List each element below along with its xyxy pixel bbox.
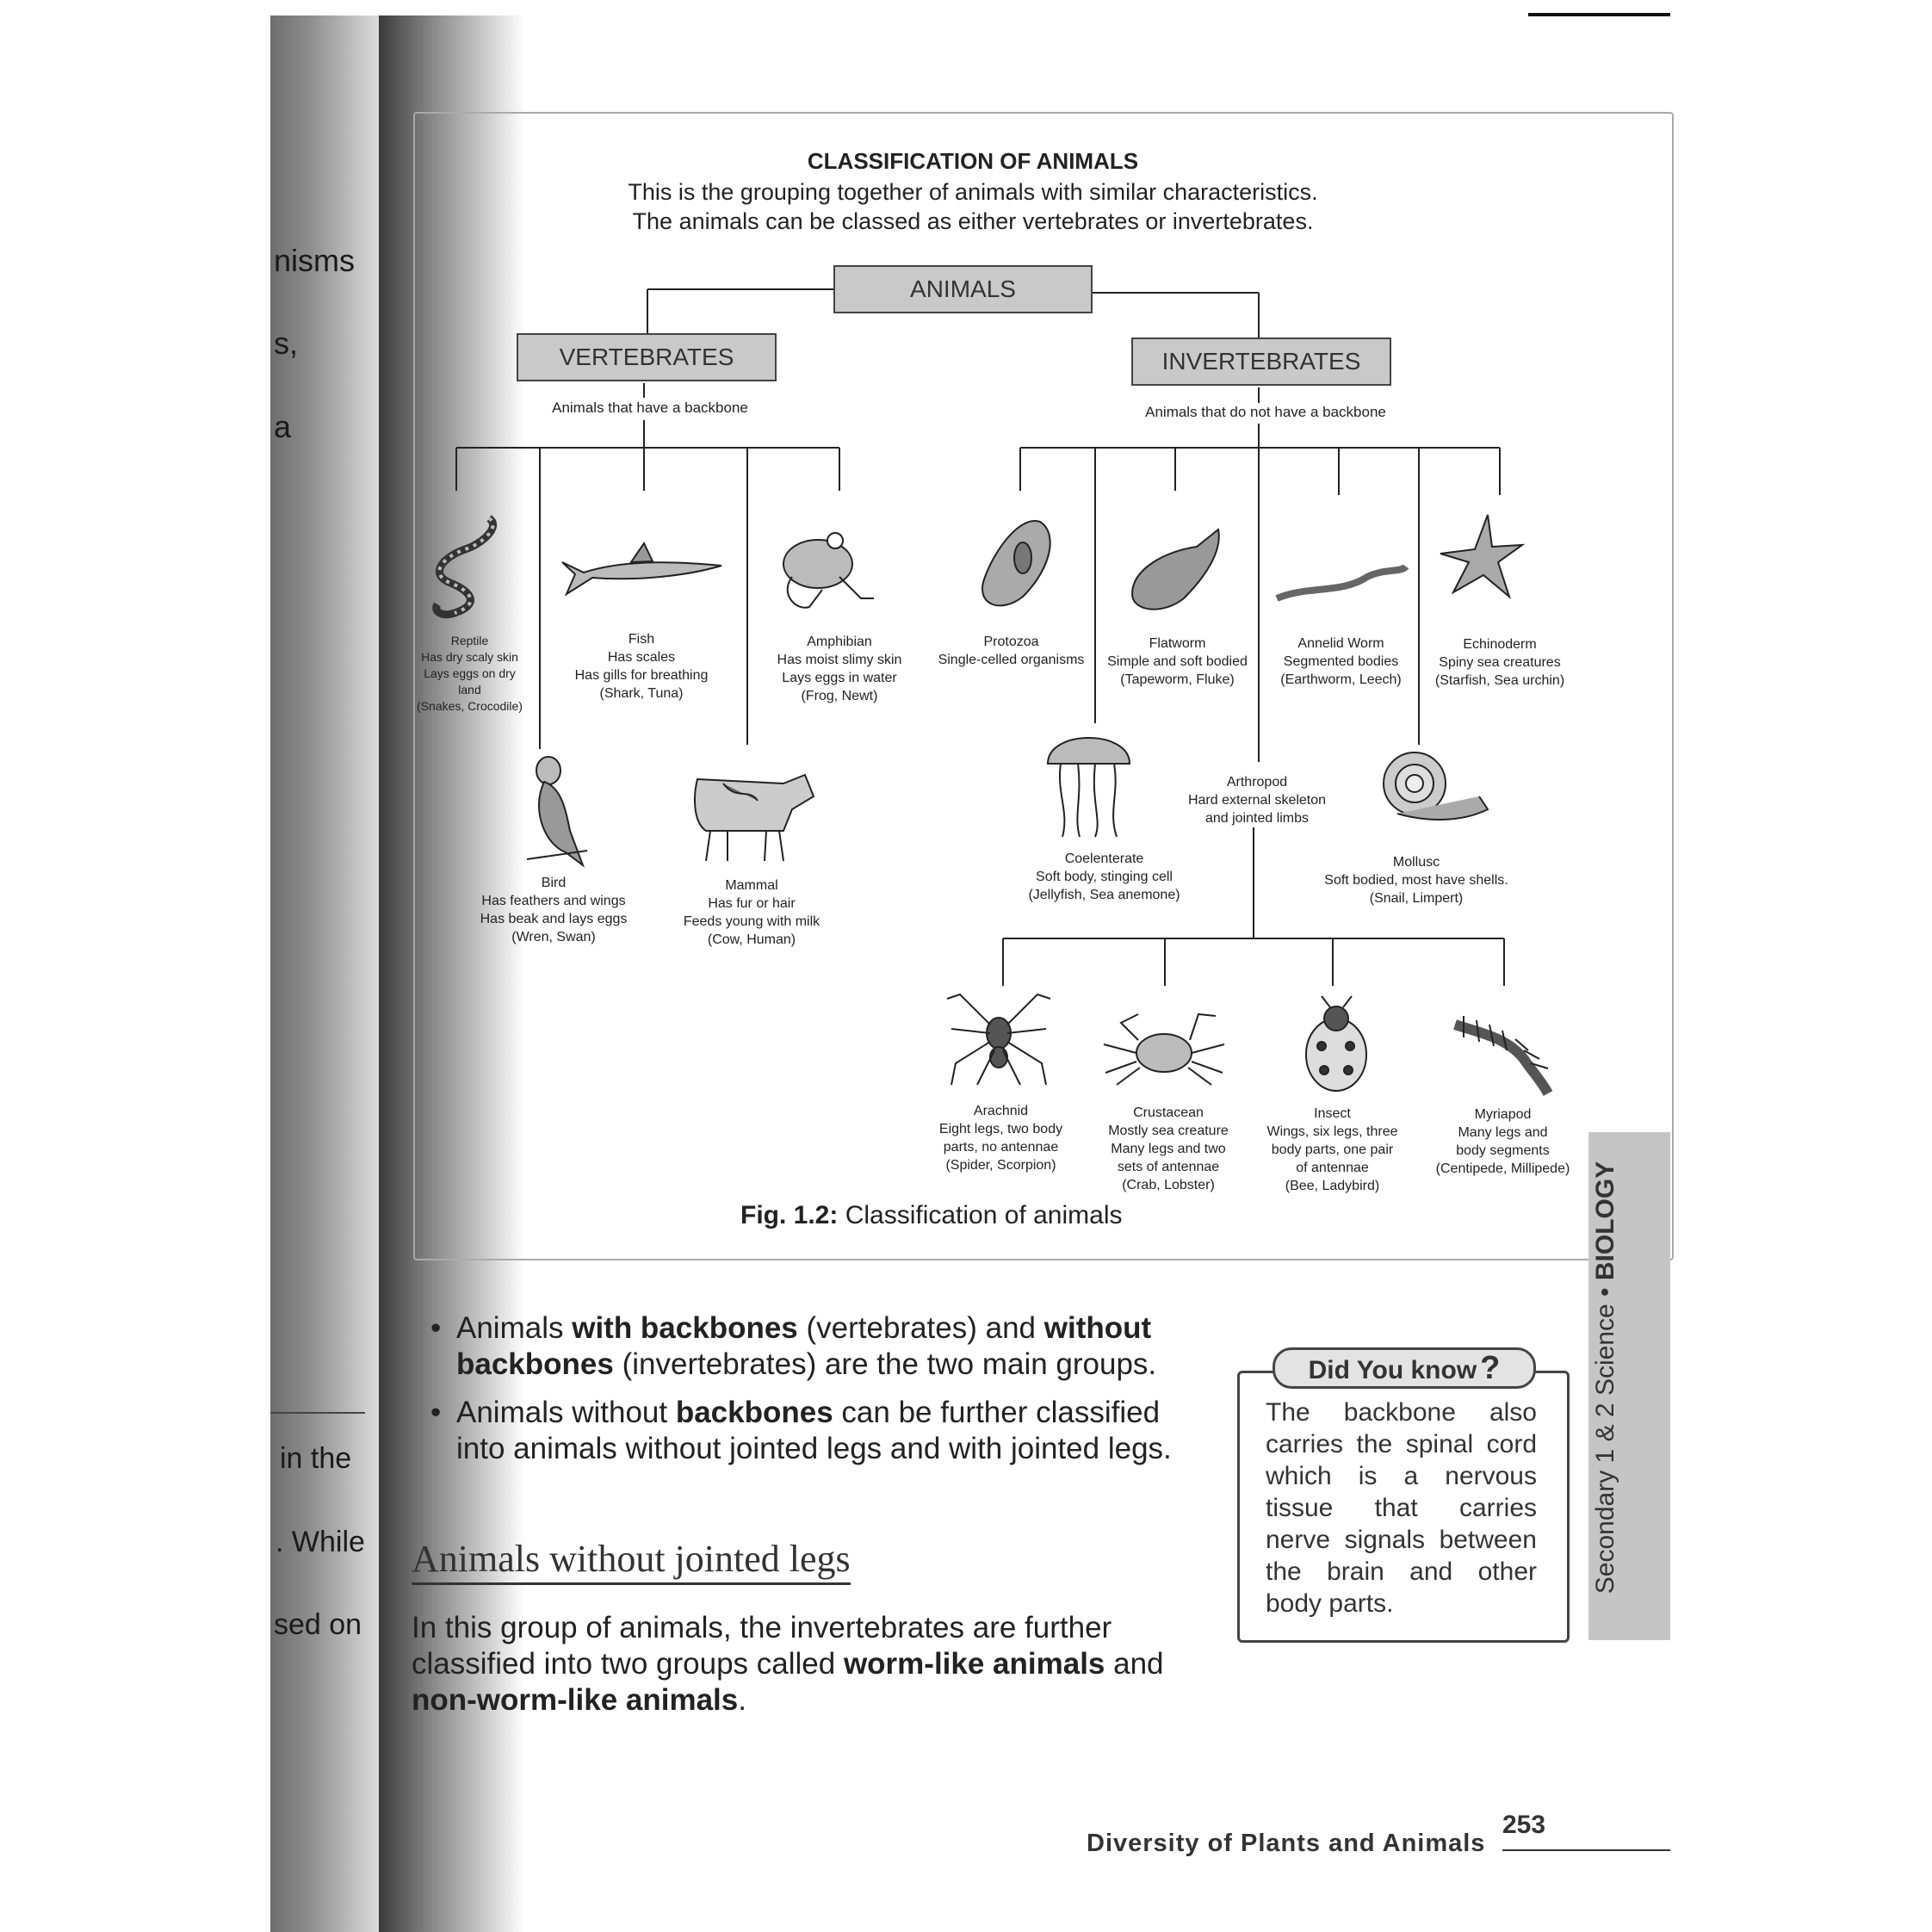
book-spine-shadow bbox=[379, 15, 525, 1932]
page-number: 253 bbox=[1502, 1811, 1546, 1839]
ladybird-icon bbox=[1305, 995, 1367, 1092]
coelenterate-caption: Coelenterate Soft body, stinging cell (J… bbox=[1028, 851, 1180, 902]
jellyfish-icon bbox=[1046, 737, 1131, 838]
bullet-dot-icon: • bbox=[430, 1311, 442, 1345]
insect-caption: Insect Wings, six legs, three body parts… bbox=[1266, 1106, 1398, 1193]
footer-rule bbox=[1502, 1849, 1670, 1851]
left-page-fragment: . While bbox=[276, 1526, 365, 1558]
reptile-caption: Reptile Has dry scaly skin Lays eggs on … bbox=[417, 634, 523, 713]
flatworm-icon bbox=[1130, 528, 1220, 610]
figure-caption-text: Classification of animals bbox=[838, 1201, 1123, 1229]
crab-icon bbox=[1103, 1012, 1225, 1086]
top-rule bbox=[1528, 13, 1670, 16]
question-mark-icon: ? bbox=[1480, 1350, 1501, 1386]
invertebrates-description: Animals that do not have a backbone bbox=[1145, 404, 1386, 420]
left-page-shadow bbox=[270, 15, 399, 1932]
mollusc-caption: Mollusc Soft bodied, most have shells. (… bbox=[1324, 855, 1508, 906]
did-you-know-box bbox=[1237, 1371, 1570, 1643]
vertebrates-description: Animals that have a backbone bbox=[552, 399, 748, 416]
footer-chapter-title: Diversity of Plants and Animals bbox=[1087, 1830, 1486, 1857]
snake-icon bbox=[432, 515, 497, 619]
figure-title: CLASSIFICATION OF ANIMALS bbox=[807, 148, 1139, 174]
left-page-fragment: sed on bbox=[274, 1608, 362, 1641]
animals-node: ANIMALS bbox=[833, 265, 1093, 313]
did-you-know-badge: Did You know? bbox=[1273, 1347, 1536, 1389]
arthropod-caption: Arthropod Hard external skeleton and joi… bbox=[1171, 773, 1343, 827]
spider-icon bbox=[946, 993, 1051, 1086]
left-page-fragment: in the bbox=[280, 1442, 352, 1475]
did-you-know-text: The backbone also carries the spinal cor… bbox=[1266, 1398, 1537, 1618]
side-tab-label: Secondary 1 & 2 Science • BIOLOGY bbox=[1591, 1161, 1619, 1595]
invertebrates-node: INVERTEBRATES bbox=[1131, 337, 1391, 386]
starfish-icon bbox=[1440, 514, 1526, 599]
echinoderm-caption: Echinoderm Spiny sea creatures (Starfish… bbox=[1434, 637, 1565, 688]
centipede-icon bbox=[1453, 1016, 1553, 1096]
mammal-caption: Mammal Has fur or hair Feeds young with … bbox=[683, 878, 820, 947]
left-page-rule bbox=[270, 1412, 365, 1414]
bullet-dot-icon: • bbox=[430, 1396, 442, 1429]
left-page-fragment: nisms bbox=[274, 243, 356, 278]
bird-icon bbox=[526, 756, 588, 868]
figure-intro: The animals can be classed as either ver… bbox=[632, 208, 1314, 234]
protozoa-caption: Protozoa Single-celled organisms bbox=[938, 635, 1085, 667]
side-tab bbox=[1588, 1132, 1670, 1640]
left-page-fragment: a bbox=[274, 409, 292, 444]
amphibian-caption: Amphibian Has moist slimy skin Lays eggs… bbox=[777, 635, 902, 703]
shark-icon bbox=[561, 541, 722, 597]
earthworm-icon bbox=[1275, 563, 1409, 602]
protozoa-icon bbox=[981, 520, 1051, 607]
bullet-item: • Animals with backbones (vertebrates) a… bbox=[430, 1311, 1157, 1381]
annelid-caption: Annelid Worm Segmented bodies (Earthworm… bbox=[1280, 636, 1402, 687]
figure-frame bbox=[413, 112, 1674, 1260]
section-paragraph: In this group of animals, the invertebra… bbox=[412, 1611, 1164, 1717]
myriapod-caption: Myriapod Many legs and body segments (Ce… bbox=[1435, 1107, 1570, 1176]
left-page-fragment: s, bbox=[274, 325, 299, 361]
cow-icon bbox=[694, 773, 815, 862]
fish-caption: Fish Has scales Has gills for breathing … bbox=[574, 632, 709, 701]
figure-intro: This is the grouping together of animals… bbox=[628, 179, 1318, 205]
bird-caption: Bird Has feathers and wings Has beak and… bbox=[480, 876, 628, 944]
frog-icon bbox=[783, 532, 874, 609]
snail-icon bbox=[1383, 752, 1489, 820]
bullet-item: • Animals without backbones can be furth… bbox=[430, 1396, 1172, 1465]
figure-caption-label: Fig. 1.2: bbox=[740, 1201, 839, 1229]
figure-caption: Fig. 1.2: Classification of animals bbox=[740, 1201, 1123, 1230]
vertebrates-node: VERTEBRATES bbox=[517, 333, 777, 381]
arachnid-caption: Arachnid Eight legs, two body parts, no … bbox=[938, 1104, 1063, 1173]
flatworm-caption: Flatworm Simple and soft bodied (Tapewor… bbox=[1107, 636, 1248, 687]
section-heading: Animals without jointed legs bbox=[412, 1537, 851, 1585]
crustacean-caption: Crustacean Mostly sea creature Many legs… bbox=[1108, 1105, 1229, 1192]
